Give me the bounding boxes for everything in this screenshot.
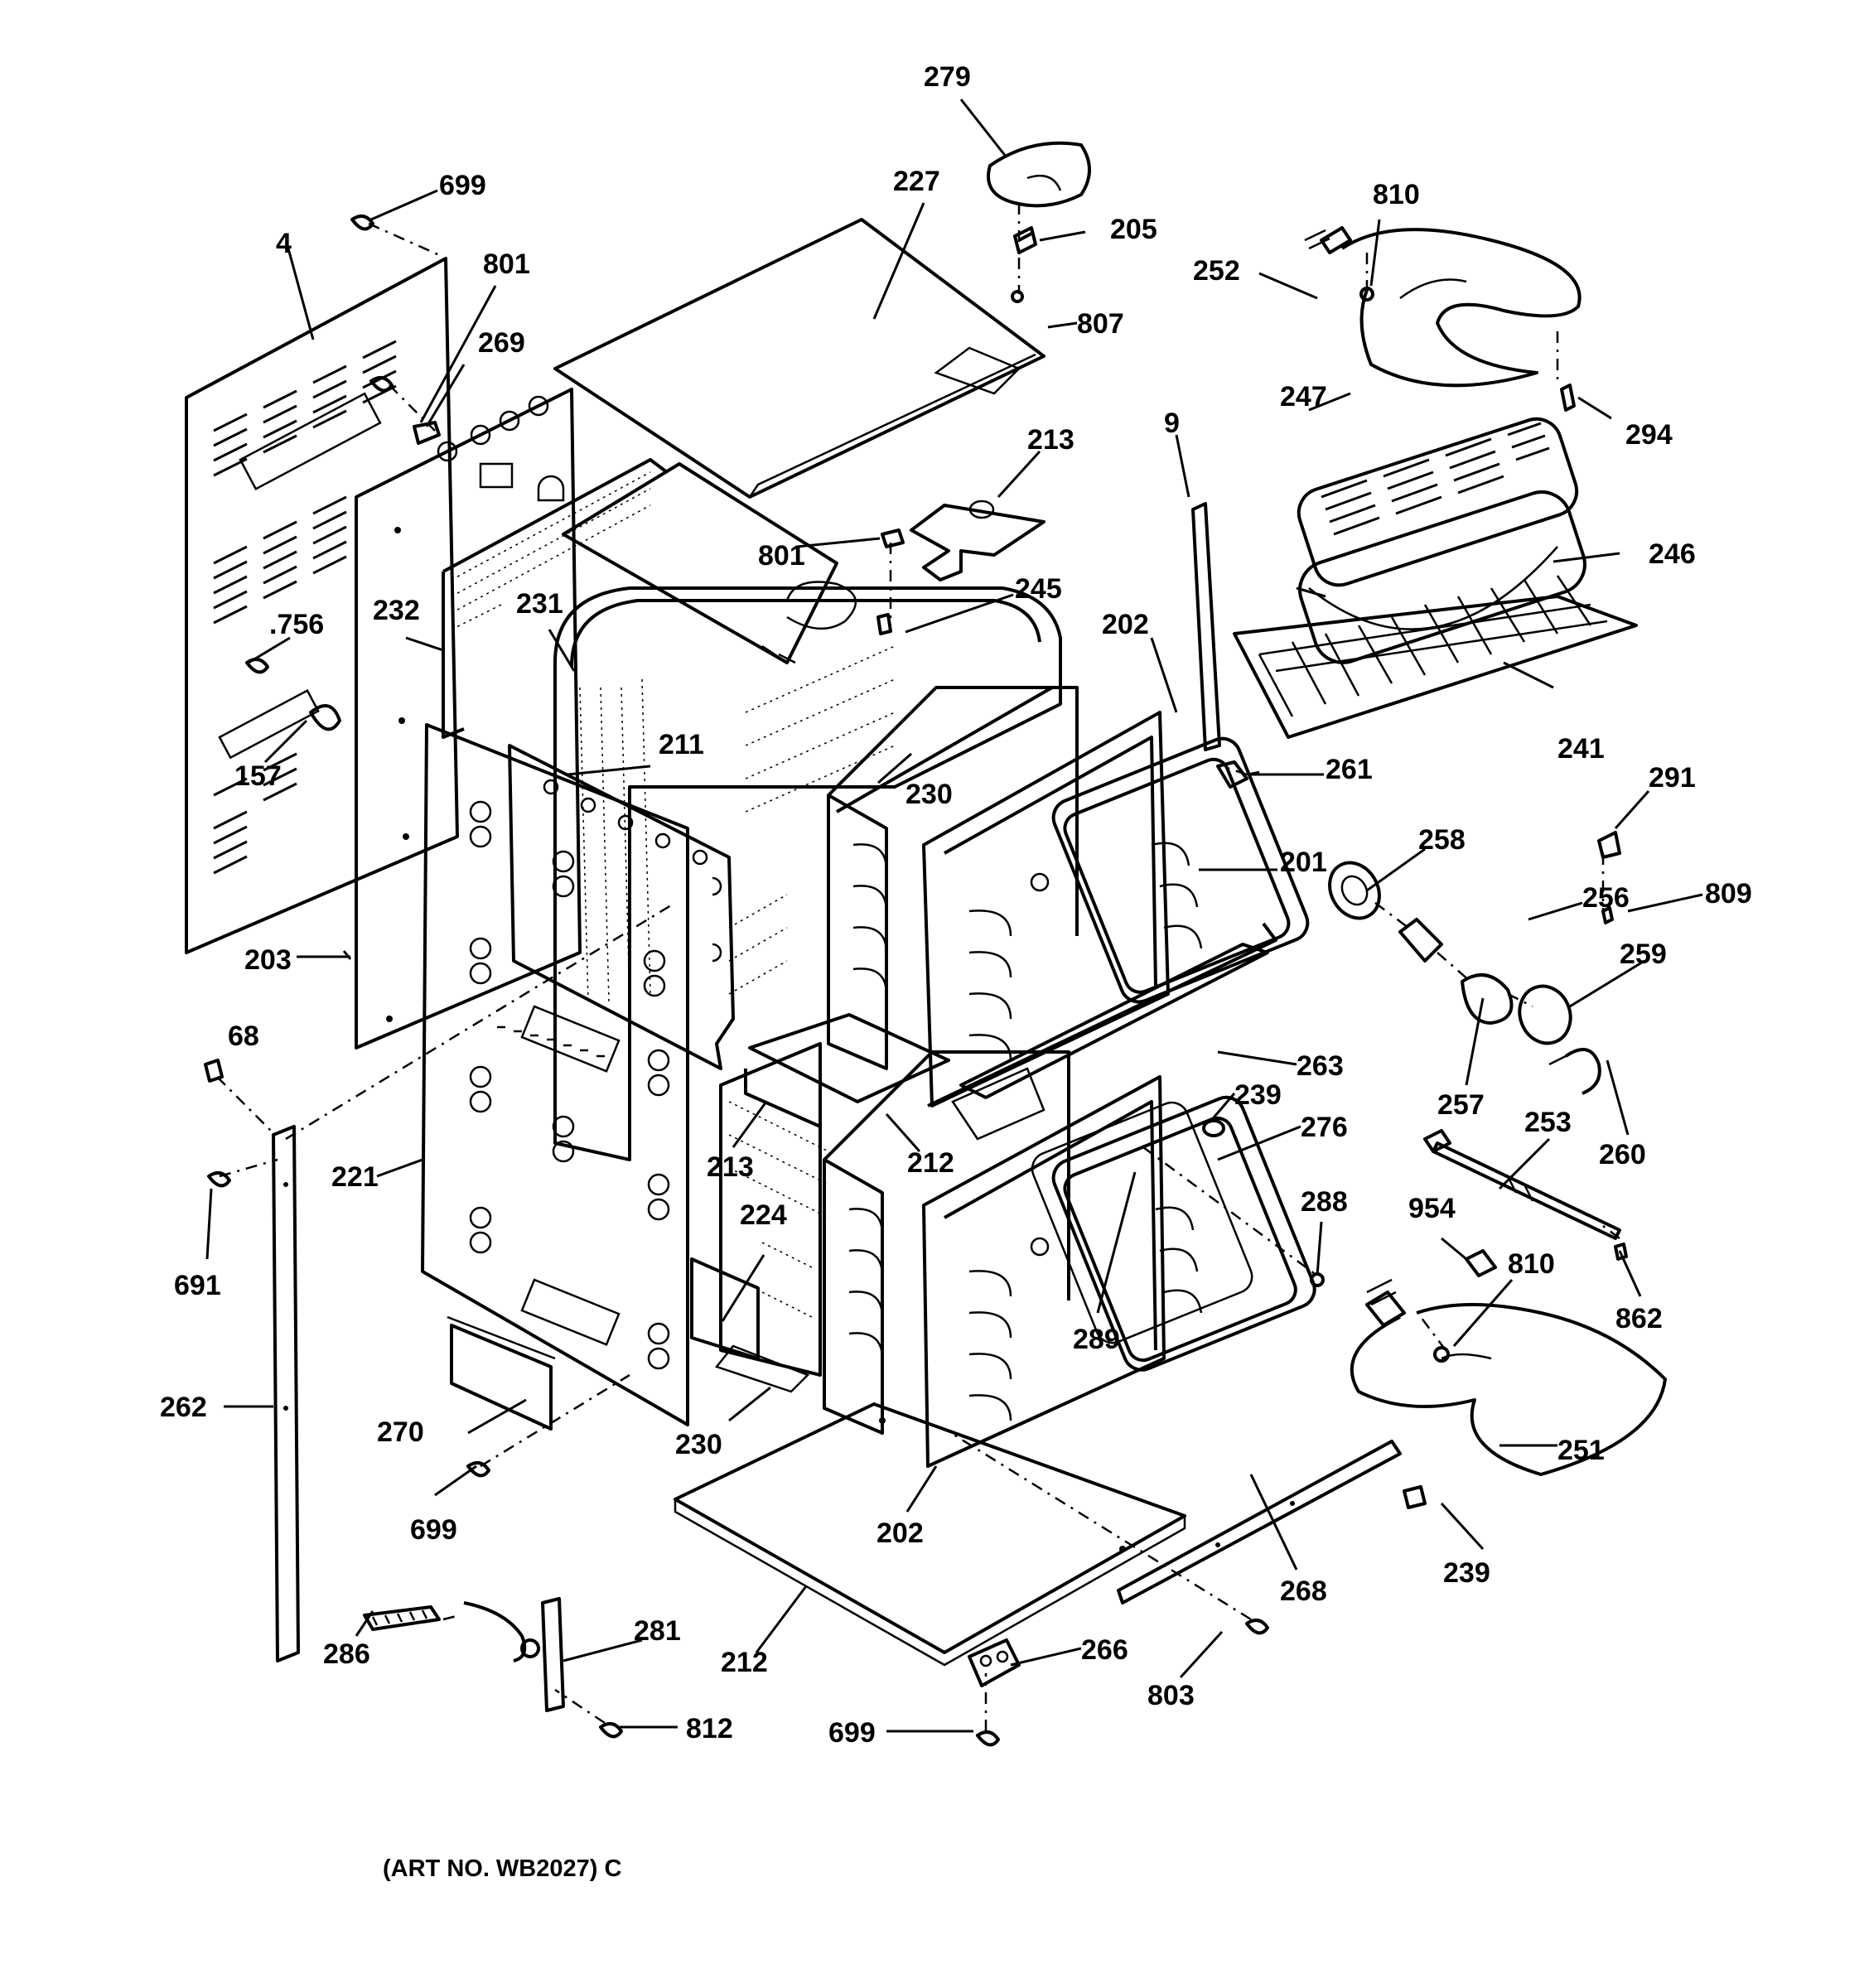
callout-221: 221 xyxy=(331,1161,379,1193)
divider-part-263 xyxy=(951,943,1269,1141)
callout-288: 288 xyxy=(1301,1186,1348,1218)
callout-202: 202 xyxy=(1102,609,1149,640)
side-panel-part-221 xyxy=(421,723,689,1426)
callout-212: 212 xyxy=(721,1647,768,1678)
callout-239: 239 xyxy=(1234,1079,1282,1111)
callout-266: 266 xyxy=(1081,1634,1128,1666)
callout-256: 256 xyxy=(1582,882,1630,914)
callout-224: 224 xyxy=(740,1199,787,1231)
top-panel-part-227 xyxy=(553,218,1045,499)
rail-part-268 xyxy=(1117,1440,1402,1604)
callout-4: 4 xyxy=(276,228,292,259)
door-hinge-part-281 xyxy=(363,1597,565,1712)
outer-wrapper-part-232 xyxy=(442,458,669,739)
side-frame-part-211 xyxy=(508,744,735,1070)
leader-lines xyxy=(205,99,1703,1733)
callout-954: 954 xyxy=(1408,1193,1456,1224)
callout-261: 261 xyxy=(1326,754,1373,785)
callout-286: 286 xyxy=(323,1638,370,1670)
callout-801: 801 xyxy=(483,248,530,280)
callout-68: 68 xyxy=(228,1021,259,1052)
callout-230: 230 xyxy=(905,779,953,810)
callout-289: 289 xyxy=(1073,1324,1120,1355)
callout-809: 809 xyxy=(1705,878,1752,910)
callout-812: 812 xyxy=(686,1713,733,1744)
assembly-lines xyxy=(216,203,1620,1731)
callout-276: 276 xyxy=(1301,1112,1348,1143)
callout-756: .756 xyxy=(269,609,324,640)
callout-202: 202 xyxy=(876,1518,924,1549)
callout-803: 803 xyxy=(1147,1680,1195,1711)
upper-oven-cavity-part-201 xyxy=(827,686,1310,1107)
callout-699: 699 xyxy=(410,1514,457,1546)
oven-rack-part-241 xyxy=(1233,575,1638,739)
callout-294: 294 xyxy=(1625,419,1673,451)
broil-element-part-252 xyxy=(1304,226,1582,412)
callout-269: 269 xyxy=(478,327,525,359)
clip-part-954 xyxy=(1465,1249,1497,1277)
clip-part-291 xyxy=(1597,831,1621,924)
mid-shelf-part-212 xyxy=(744,1013,950,1128)
art-number-caption: (ART NO. WB2027) C xyxy=(383,1855,621,1882)
callout-labels: 279 699 227 205 810 4 801 252 807 269 24… xyxy=(160,61,1752,1882)
callout-801: 801 xyxy=(758,540,805,572)
callout-258: 258 xyxy=(1418,824,1466,856)
callout-246: 246 xyxy=(1649,538,1696,570)
vertical-trim-part-262 xyxy=(272,1125,300,1662)
callout-157: 157 xyxy=(234,760,282,792)
callout-260: 260 xyxy=(1599,1139,1646,1170)
callout-807: 807 xyxy=(1077,308,1124,340)
callout-213: 213 xyxy=(707,1151,754,1183)
callout-227: 227 xyxy=(893,166,940,197)
callout-257: 257 xyxy=(1437,1089,1485,1121)
callout-213: 213 xyxy=(1027,424,1074,456)
callout-232: 232 xyxy=(373,595,420,626)
spring-part-205 xyxy=(1011,226,1037,303)
lower-bracket-part-270 xyxy=(447,1315,556,1431)
light-assembly xyxy=(1328,861,1601,1095)
callout-252: 252 xyxy=(1193,255,1240,287)
callout-810: 810 xyxy=(1508,1248,1555,1280)
callout-205: 205 xyxy=(1110,214,1157,245)
trim-strip-part-9 xyxy=(1191,502,1221,751)
callout-231: 231 xyxy=(516,588,563,620)
broiler-pan-grid-part-247 xyxy=(1297,417,1579,587)
callout-279: 279 xyxy=(924,61,971,93)
callout-251: 251 xyxy=(1557,1435,1605,1466)
callout-247: 247 xyxy=(1280,381,1327,413)
callout-263: 263 xyxy=(1297,1050,1344,1082)
callout-281: 281 xyxy=(634,1615,681,1647)
callout-201: 201 xyxy=(1280,847,1327,878)
hinge-bracket-part-266 xyxy=(968,1638,1021,1687)
callout-270: 270 xyxy=(377,1416,424,1448)
bottom-panel-part-212 xyxy=(674,1402,1186,1667)
callout-203: 203 xyxy=(244,944,292,976)
lower-liner-part-224 xyxy=(690,1042,829,1393)
callout-699: 699 xyxy=(439,170,486,201)
callout-691: 691 xyxy=(174,1270,221,1301)
back-wall-part-203 xyxy=(355,388,582,1049)
bake-element-part-251 xyxy=(1350,1278,1667,1476)
callout-241: 241 xyxy=(1557,733,1605,765)
callout-810: 810 xyxy=(1373,179,1420,210)
clip-part-239 xyxy=(1202,1119,1427,1509)
vent-cap-part-279 xyxy=(987,141,1091,208)
callout-9: 9 xyxy=(1164,408,1180,439)
callout-291: 291 xyxy=(1649,762,1696,794)
callout-211: 211 xyxy=(659,729,704,760)
callout-230: 230 xyxy=(675,1429,722,1460)
callout-239: 239 xyxy=(1443,1557,1490,1589)
callout-212: 212 xyxy=(907,1147,954,1179)
rear-panel-part-4 xyxy=(185,257,459,954)
callout-259: 259 xyxy=(1620,939,1667,970)
oven-liner-part-231 xyxy=(553,586,1062,1161)
callout-253: 253 xyxy=(1524,1107,1572,1138)
callout-699: 699 xyxy=(828,1717,876,1749)
callout-268: 268 xyxy=(1280,1575,1327,1607)
callout-262: 262 xyxy=(160,1392,207,1423)
lower-oven-cavity-part-276 xyxy=(823,1050,1316,1468)
callout-862: 862 xyxy=(1615,1303,1663,1334)
callout-245: 245 xyxy=(1015,573,1062,605)
